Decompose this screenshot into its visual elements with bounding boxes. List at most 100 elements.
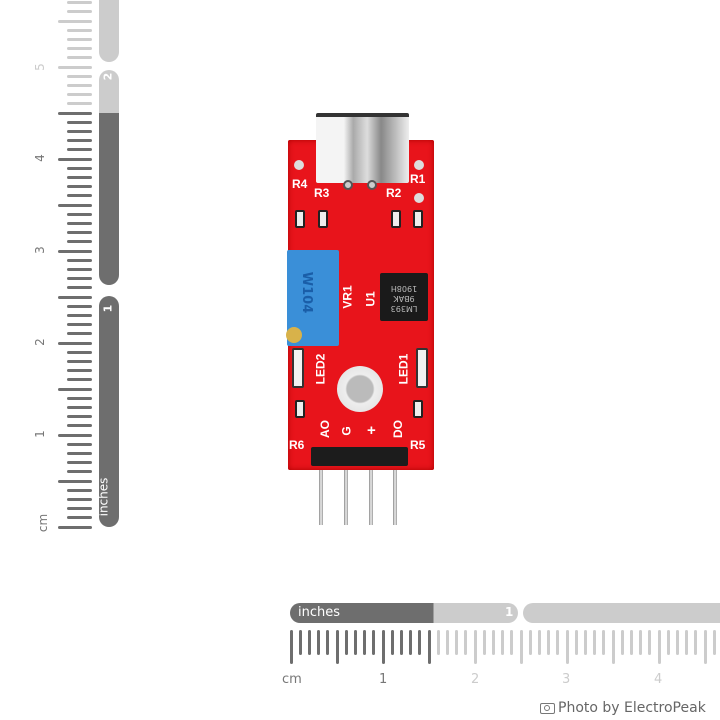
ruler-tick <box>537 630 541 655</box>
ruler-tick <box>629 630 633 655</box>
ic-marking-line: 9BAK <box>393 294 415 303</box>
ruler-tick <box>67 139 92 143</box>
ruler-tick <box>58 387 92 391</box>
ruler-tick <box>67 497 92 501</box>
ruler-tick <box>67 396 92 400</box>
label-do: DO <box>391 420 405 438</box>
ruler-tick <box>67 185 92 189</box>
ruler-tick <box>67 258 92 262</box>
ruler-tick <box>436 630 440 655</box>
header-pin-g <box>344 462 348 525</box>
label-led1: LED1 <box>396 353 411 385</box>
ruler-tick <box>67 240 92 244</box>
ruler-tick <box>58 341 92 345</box>
resistor <box>413 400 423 418</box>
ruler-tick <box>574 630 578 655</box>
ruler-tick <box>418 630 422 655</box>
ruler-tick <box>67 148 92 152</box>
ruler-tick <box>58 433 92 437</box>
ruler-tick <box>317 630 321 655</box>
ruler-tick <box>675 630 679 655</box>
ruler-tick <box>67 83 92 87</box>
pot-marking: W104 <box>299 271 315 314</box>
ic-marking-line: 1908H <box>390 284 418 293</box>
ruler-tick <box>455 630 459 655</box>
ruler-tick <box>445 630 449 655</box>
ruler-tick <box>67 507 92 511</box>
ruler-tick <box>390 630 394 655</box>
horizontal-cm-label: 4 <box>654 672 663 687</box>
ruler-tick <box>67 304 92 308</box>
ruler-tick <box>58 525 92 529</box>
resistor <box>413 210 423 228</box>
vertical-inch-bar-2 <box>99 70 119 285</box>
ruler-tick <box>565 630 569 664</box>
ruler-tick <box>67 415 92 419</box>
label-r3: R3 <box>314 186 330 200</box>
ruler-tick <box>639 630 643 655</box>
ruler-tick <box>67 28 92 32</box>
ruler-tick <box>58 249 92 253</box>
label-r2: R2 <box>386 186 402 200</box>
horizontal-inches-label: inches <box>298 605 341 620</box>
ruler-tick <box>67 359 92 363</box>
ruler-tick <box>58 157 92 161</box>
horizontal-ruler <box>280 600 720 670</box>
ruler-tick <box>67 451 92 455</box>
ruler-tick <box>372 630 376 655</box>
ruler-tick <box>67 37 92 41</box>
mic-pad <box>367 180 377 190</box>
camera-icon <box>540 703 555 714</box>
ruler-tick <box>58 203 92 207</box>
ruler-tick <box>67 102 92 106</box>
ruler-tick <box>326 630 330 655</box>
ruler-tick <box>399 630 403 655</box>
label-r4: R4 <box>292 177 308 191</box>
mounting-hole <box>414 160 424 170</box>
mounting-hole <box>294 160 304 170</box>
ruler-tick <box>58 479 92 483</box>
lm393-ic: LM393 9BAK 1908H <box>380 273 428 321</box>
ruler-tick <box>307 630 311 655</box>
ruler-tick <box>67 74 92 78</box>
ruler-tick <box>602 630 606 655</box>
ruler-tick <box>67 350 92 354</box>
horizontal-cm-label: 1 <box>379 672 388 687</box>
ruler-tick <box>464 630 468 655</box>
label-u1: U1 <box>363 291 378 307</box>
ruler-tick <box>67 212 92 216</box>
ruler-tick <box>547 630 551 655</box>
ruler-tick <box>583 630 587 655</box>
label-ao: AO <box>318 420 332 438</box>
vertical-ruler <box>0 0 130 540</box>
vertical-inch-bar-3 <box>99 0 119 62</box>
vertical-inch-bar-1 <box>99 296 119 527</box>
photo-credit-text: Photo by ElectroPeak <box>558 700 706 716</box>
pot-adjust-screw[interactable] <box>286 327 302 343</box>
ruler-tick <box>67 175 92 179</box>
header-pin-ao <box>319 462 323 525</box>
label-g: G <box>339 426 354 436</box>
ruler-tick <box>58 19 92 23</box>
resistor <box>318 210 328 228</box>
ruler-tick <box>67 313 92 317</box>
ruler-tick <box>712 630 716 655</box>
ruler-tick <box>67 286 92 290</box>
horizontal-cm-unit: cm <box>282 672 302 687</box>
horizontal-inch-bar-2 <box>523 603 720 623</box>
label-vr1: VR1 <box>340 285 355 309</box>
label-r5: R5 <box>410 438 426 452</box>
ruler-tick <box>67 166 92 170</box>
ruler-tick <box>666 630 670 655</box>
label-led2: LED2 <box>313 353 328 385</box>
ruler-tick <box>344 630 348 655</box>
ruler-tick <box>67 378 92 382</box>
resistor <box>295 210 305 228</box>
ruler-tick <box>289 630 293 664</box>
label-plus: + <box>367 422 376 439</box>
microphone <box>316 113 409 183</box>
ruler-tick <box>67 47 92 51</box>
ruler-tick <box>528 630 532 655</box>
horizontal-cm-label: 3 <box>562 672 571 687</box>
